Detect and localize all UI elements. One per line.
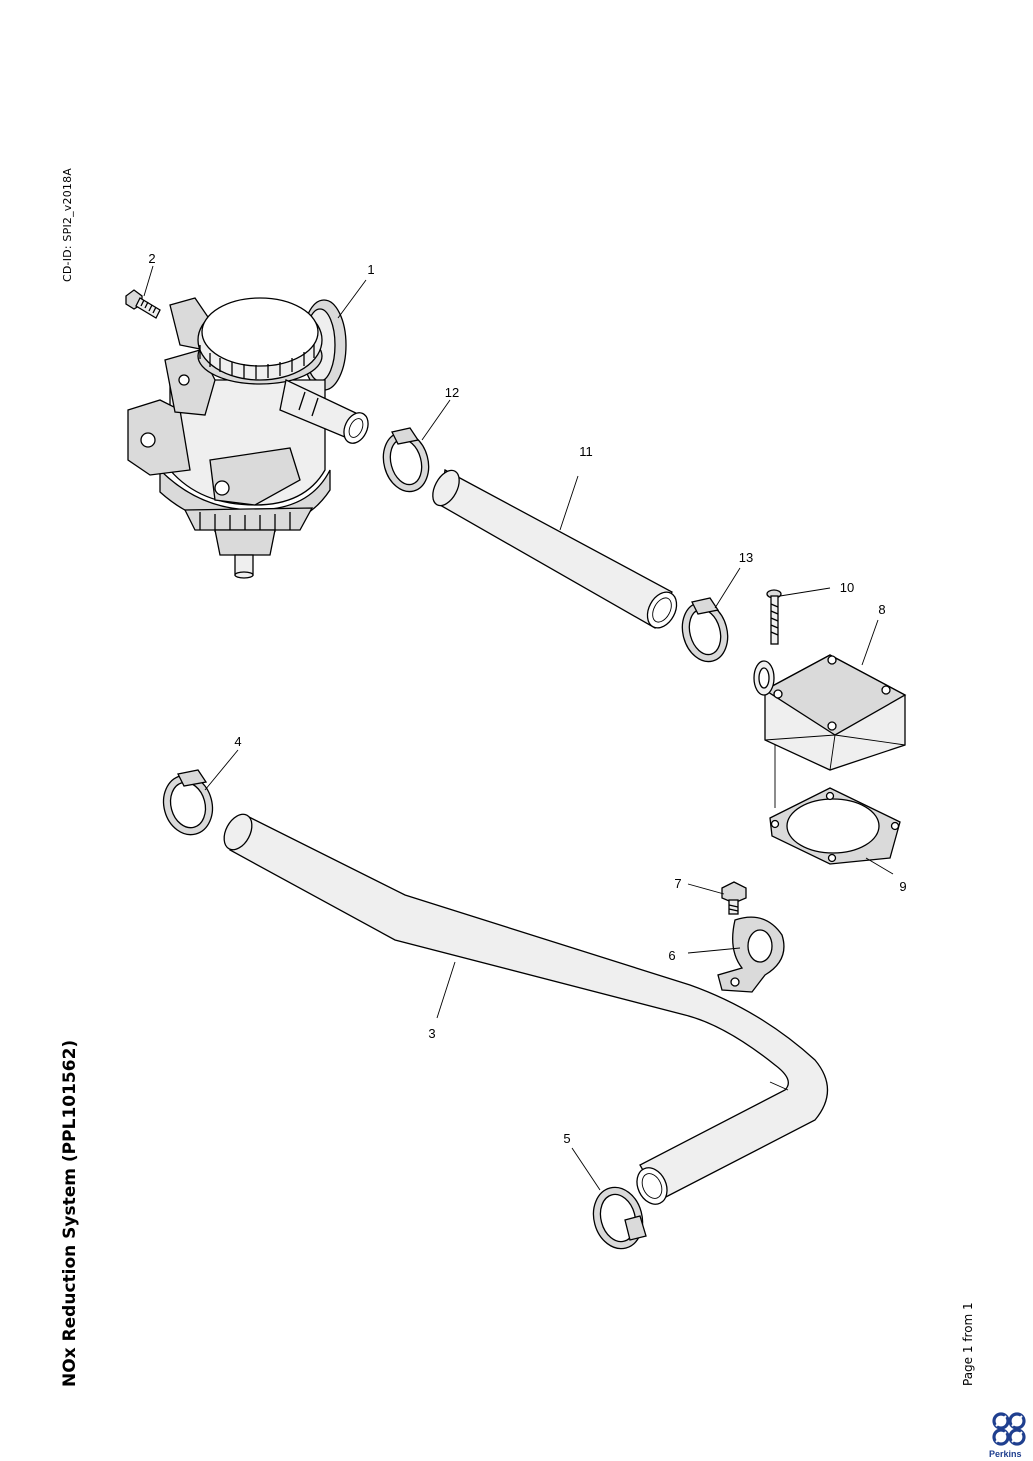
callout-labels: 1 2 3 4 5 6 7 8 9 10 11 12 13: [148, 251, 906, 1146]
screw-10: [766, 589, 782, 645]
separator-assembly: [127, 297, 369, 579]
callout-3: 3: [428, 1026, 435, 1041]
perkins-logo-icon: [992, 1412, 1026, 1446]
callout-1: 1: [367, 262, 374, 277]
callout-12: 12: [445, 385, 459, 400]
callout-6: 6: [668, 948, 675, 963]
clip-6: [717, 916, 785, 993]
callout-5: 5: [563, 1131, 570, 1146]
cover-housing-8: [753, 654, 907, 808]
leader-lines: [143, 265, 894, 1191]
clamp-12: [382, 427, 430, 493]
bolt-7: [721, 881, 747, 915]
clamp-4: [162, 769, 214, 836]
brand-wordmark: Perkins: [989, 1449, 1022, 1459]
callout-10: 10: [840, 580, 854, 595]
callout-13: 13: [739, 550, 753, 565]
hose-11: [432, 468, 678, 629]
gasket-9: [769, 787, 901, 865]
hose-3: [223, 813, 828, 1205]
bolt-2: [125, 289, 161, 319]
callout-9: 9: [899, 879, 906, 894]
clamp-5: [592, 1186, 647, 1250]
callout-4: 4: [234, 734, 241, 749]
clamp-13: [681, 597, 729, 663]
callout-11: 11: [579, 444, 593, 459]
callout-8: 8: [878, 602, 885, 617]
callout-2: 2: [148, 251, 155, 266]
callout-7: 7: [674, 876, 681, 891]
